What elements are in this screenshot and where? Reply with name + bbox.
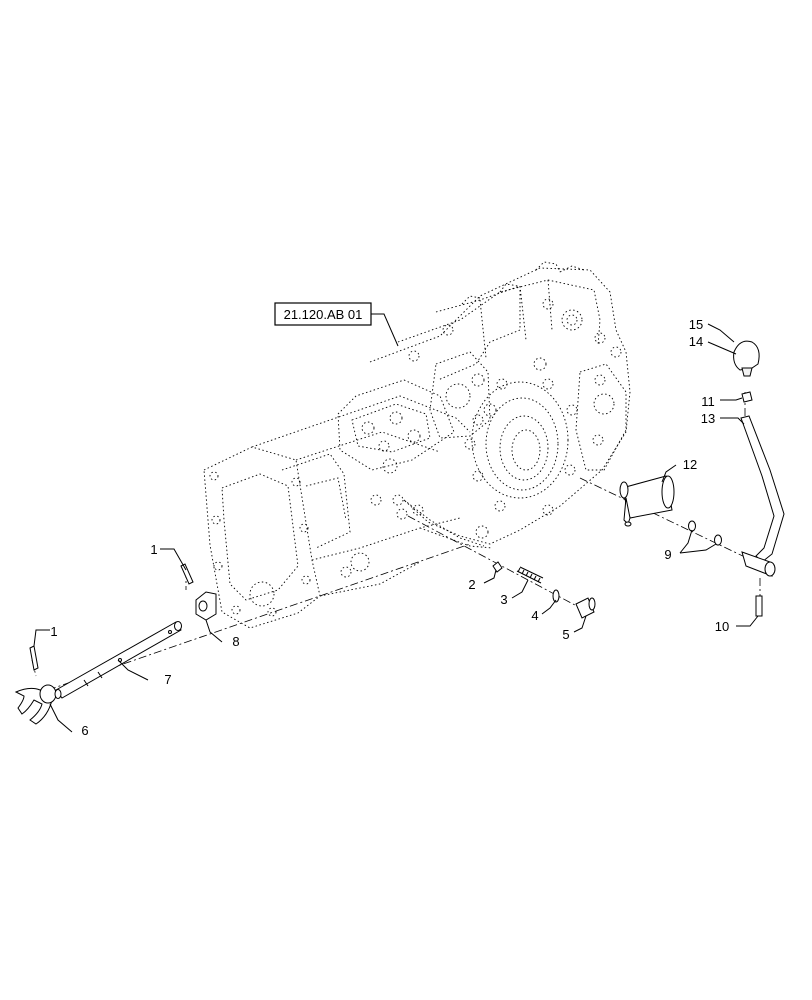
part-washer-center bbox=[552, 589, 560, 603]
callout-9[interactable]: 9 bbox=[664, 547, 671, 562]
leader-lines bbox=[33, 323, 759, 733]
part-lever-knob bbox=[733, 340, 760, 377]
callout-14[interactable]: 14 bbox=[689, 334, 703, 349]
callout-11[interactable]: 11 bbox=[701, 394, 715, 409]
callout-12[interactable]: 12 bbox=[683, 457, 697, 472]
callout-3[interactable]: 3 bbox=[500, 592, 507, 607]
callout-labels: 1 1 2 3 4 5 6 7 8 9 10 11 12 13 14 15 bbox=[50, 317, 729, 738]
part-roll-pin-upper bbox=[180, 563, 194, 585]
part-shift-fork bbox=[14, 684, 57, 725]
callout-2[interactable]: 2 bbox=[468, 577, 475, 592]
part-roll-pin-left bbox=[29, 645, 39, 671]
callout-13[interactable]: 13 bbox=[701, 411, 715, 426]
part-shift-dog bbox=[195, 591, 217, 621]
part-lever-ring bbox=[741, 391, 753, 403]
callout-8[interactable]: 8 bbox=[232, 634, 239, 649]
callout-4[interactable]: 4 bbox=[531, 608, 538, 623]
callout-1-lower[interactable]: 1 bbox=[50, 624, 57, 639]
callout-1-upper[interactable]: 1 bbox=[150, 542, 157, 557]
part-lever-pin bbox=[755, 595, 763, 617]
part-plug-bolt bbox=[575, 597, 596, 619]
callout-10[interactable]: 10 bbox=[715, 619, 729, 634]
callout-15[interactable]: 15 bbox=[689, 317, 703, 332]
part-snap-rings bbox=[688, 520, 722, 546]
part-lever-rod bbox=[740, 415, 785, 563]
part-detent-ball bbox=[492, 561, 503, 573]
callout-6[interactable]: 6 bbox=[81, 723, 88, 738]
part-lever-arm-pivot bbox=[741, 551, 776, 577]
callout-7[interactable]: 7 bbox=[164, 672, 171, 687]
part-detent-spring bbox=[516, 566, 544, 584]
transmission-housing bbox=[203, 261, 631, 629]
reference-box[interactable]: 21.120.AB 01 bbox=[274, 302, 399, 347]
part-lever-shaft bbox=[619, 475, 675, 527]
callout-5[interactable]: 5 bbox=[562, 627, 569, 642]
reference-box-label: 21.120.AB 01 bbox=[284, 307, 363, 322]
